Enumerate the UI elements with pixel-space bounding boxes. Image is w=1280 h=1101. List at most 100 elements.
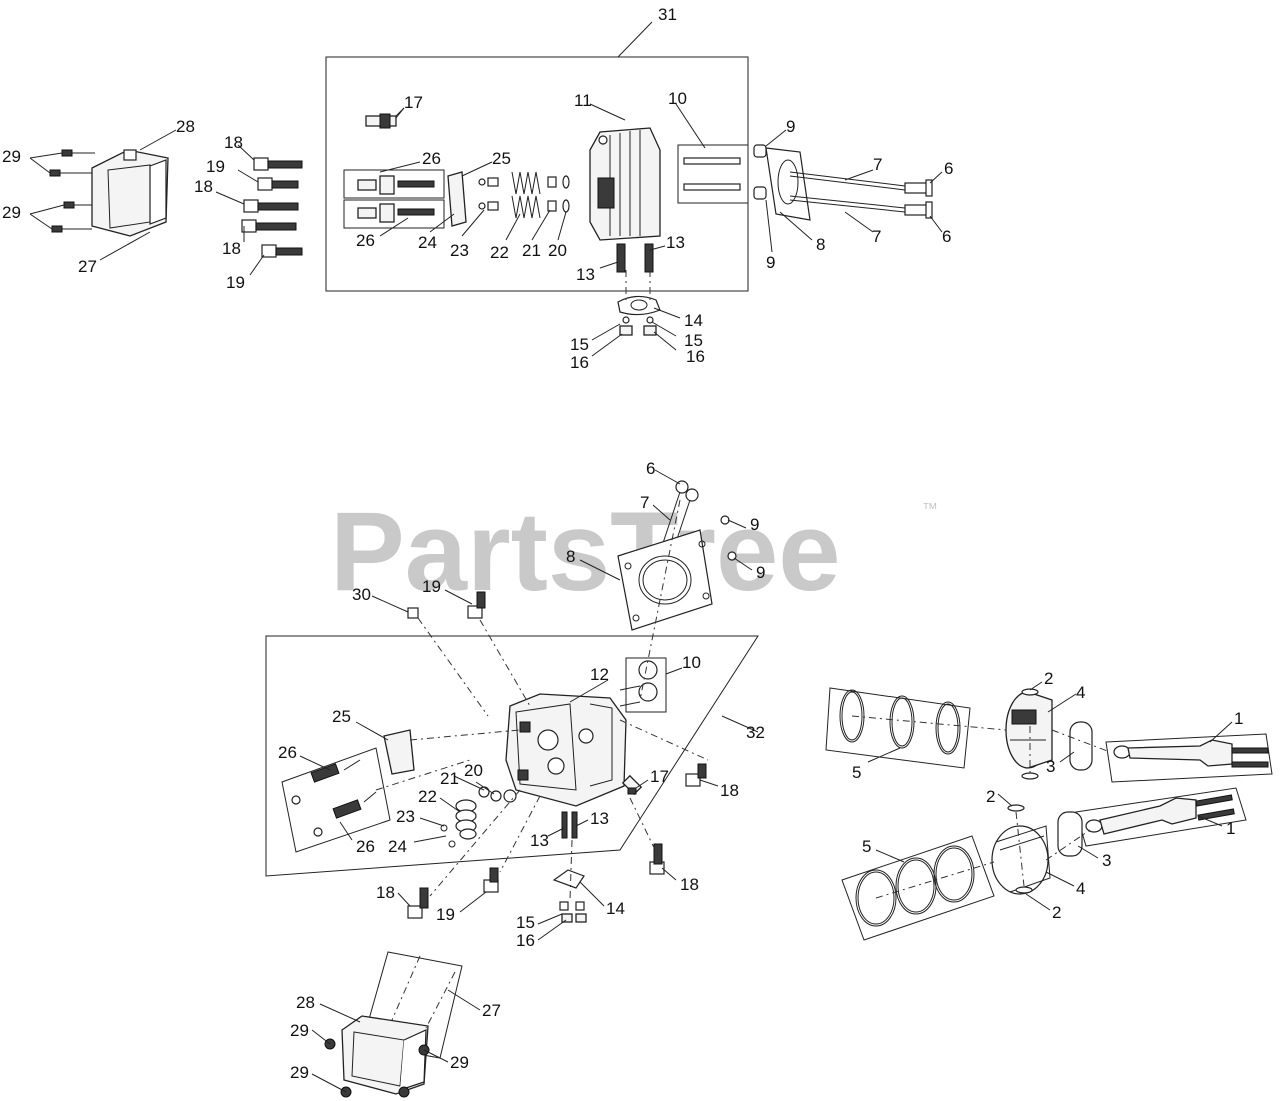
callout-18: 18 bbox=[720, 781, 739, 800]
spark-plug-17-lower bbox=[621, 774, 643, 796]
callout-22: 22 bbox=[418, 787, 437, 806]
callout-20: 20 bbox=[548, 241, 567, 260]
piston-rings-lower-5 bbox=[841, 835, 995, 941]
callout-26: 26 bbox=[356, 231, 375, 250]
callout-13: 13 bbox=[530, 831, 549, 850]
callout-labels: 31 17 11 10 9 9 7 7 6 6 8 28 29 29 27 18… bbox=[2, 5, 1243, 1082]
guide-plate-25 bbox=[447, 171, 467, 227]
top-assembly bbox=[29, 21, 943, 357]
guide-plate-25-lower bbox=[383, 729, 415, 775]
watermark-trademark: ™ bbox=[922, 501, 938, 518]
piston-assembly bbox=[825, 681, 1273, 941]
leaders-bottom bbox=[299, 469, 759, 1093]
leaders-top bbox=[29, 103, 943, 357]
callout-29: 29 bbox=[290, 1021, 309, 1040]
stud-13-lower-a bbox=[561, 811, 568, 839]
callout-25: 25 bbox=[492, 149, 511, 168]
rocker-box-26 bbox=[281, 747, 391, 853]
callout-18: 18 bbox=[224, 133, 243, 152]
callout-2: 2 bbox=[1052, 903, 1061, 922]
callout-5: 5 bbox=[862, 837, 871, 856]
callout-18: 18 bbox=[680, 875, 699, 894]
callout-13: 13 bbox=[590, 809, 609, 828]
head-gasket-8 bbox=[765, 147, 811, 221]
callout-27: 27 bbox=[482, 1001, 501, 1020]
rocker-arms-26 bbox=[343, 169, 445, 229]
callout-11: 11 bbox=[574, 91, 592, 110]
piston-lower-4 bbox=[991, 804, 1051, 895]
callout-15: 15 bbox=[516, 913, 535, 932]
exhaust-gasket-lower bbox=[552, 869, 587, 923]
callout-8: 8 bbox=[566, 547, 575, 566]
callout-6: 6 bbox=[942, 227, 951, 246]
kit-frame-32 bbox=[265, 635, 759, 877]
callout-7: 7 bbox=[872, 227, 881, 246]
bolt-19-top bbox=[467, 591, 486, 619]
callout-26: 26 bbox=[422, 149, 441, 168]
callout-32: 32 bbox=[746, 723, 765, 742]
cylinder-head-12 bbox=[505, 693, 627, 807]
bolt-30 bbox=[407, 607, 419, 619]
callout-18: 18 bbox=[222, 239, 241, 258]
dash-lines-lower bbox=[375, 499, 709, 1029]
stud-13-right bbox=[644, 243, 654, 273]
callout-23: 23 bbox=[450, 241, 469, 260]
bolts-29 bbox=[49, 149, 95, 233]
callout-29: 29 bbox=[450, 1053, 469, 1072]
callout-19: 19 bbox=[206, 157, 225, 176]
callout-2: 2 bbox=[1044, 669, 1053, 688]
exhaust-gasket-14 bbox=[617, 295, 661, 316]
callout-7: 7 bbox=[873, 155, 882, 174]
stud-13-left bbox=[616, 243, 626, 273]
callout-3: 3 bbox=[1102, 851, 1111, 870]
callout-6: 6 bbox=[944, 159, 953, 178]
pushrod-tubes-10 bbox=[677, 144, 749, 204]
callout-28: 28 bbox=[296, 993, 315, 1012]
callout-15: 15 bbox=[684, 331, 703, 350]
piston-upper-4 bbox=[1005, 688, 1053, 780]
callout-16: 16 bbox=[686, 347, 705, 366]
dowel-pin-9-upper bbox=[753, 144, 767, 158]
bottom-assembly bbox=[265, 469, 759, 1098]
callout-19: 19 bbox=[226, 273, 245, 292]
callout-23: 23 bbox=[396, 807, 415, 826]
callout-19: 19 bbox=[422, 577, 441, 596]
callout-15: 15 bbox=[570, 335, 589, 354]
callout-17: 17 bbox=[650, 767, 669, 786]
head-bolts-top bbox=[241, 157, 303, 258]
stud-13-lower-b bbox=[571, 811, 578, 839]
callout-31: 31 bbox=[658, 5, 677, 24]
callout-4: 4 bbox=[1076, 879, 1085, 898]
connecting-rod-upper-1 bbox=[1105, 733, 1273, 783]
callout-8: 8 bbox=[816, 235, 825, 254]
callout-16: 16 bbox=[516, 931, 535, 950]
callout-21: 21 bbox=[522, 241, 541, 260]
leaders-piston bbox=[851, 681, 1233, 911]
callout-3: 3 bbox=[1046, 757, 1055, 776]
cylinder-head-11 bbox=[589, 127, 661, 241]
callout-13: 13 bbox=[576, 265, 595, 284]
dowel-pin-9-lower bbox=[753, 186, 767, 200]
valve-cover-28 bbox=[91, 149, 169, 237]
callout-12: 12 bbox=[590, 665, 609, 684]
callout-27: 27 bbox=[78, 257, 97, 276]
head-bolts-lower bbox=[407, 763, 707, 919]
piston-pin-lower-3 bbox=[1057, 811, 1083, 857]
watermark-text: PartsTree bbox=[330, 489, 841, 614]
callout-30: 30 bbox=[352, 585, 371, 604]
callout-29: 29 bbox=[290, 1063, 309, 1082]
callout-18: 18 bbox=[376, 883, 395, 902]
connecting-rod-lower-1 bbox=[1075, 787, 1247, 847]
callout-22: 22 bbox=[490, 243, 509, 262]
piston-rings-upper-5 bbox=[825, 687, 971, 769]
callout-19: 19 bbox=[436, 905, 455, 924]
callout-9: 9 bbox=[766, 253, 775, 272]
callout-1: 1 bbox=[1226, 819, 1235, 838]
callout-25: 25 bbox=[332, 707, 351, 726]
callout-10: 10 bbox=[682, 653, 701, 672]
valve-cover-lower bbox=[341, 951, 463, 1095]
callout-9: 9 bbox=[750, 515, 759, 534]
callout-26: 26 bbox=[356, 837, 375, 856]
callout-14: 14 bbox=[606, 899, 625, 918]
